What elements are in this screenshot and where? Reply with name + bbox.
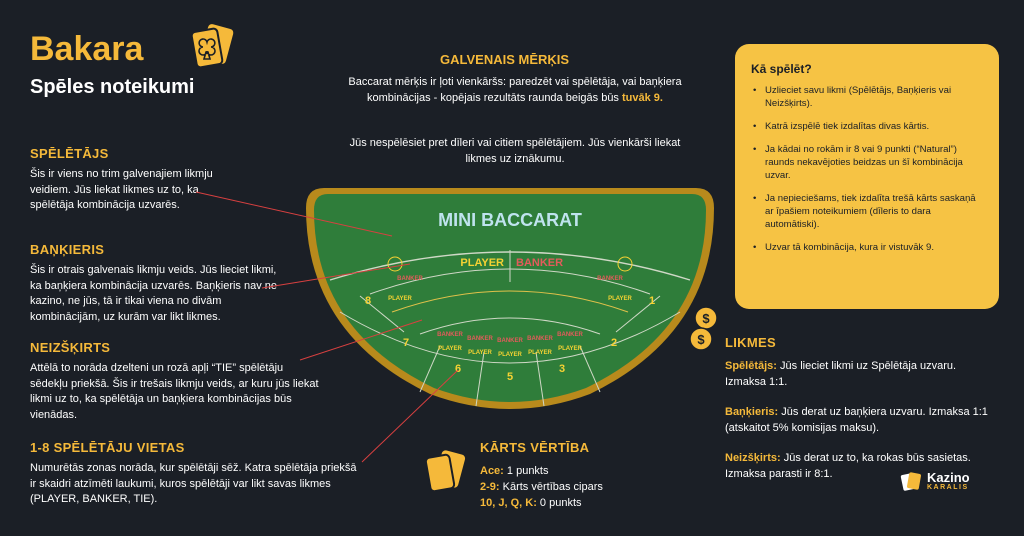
seat-number: 1 xyxy=(649,295,655,307)
zone-player: PLAYER xyxy=(498,352,522,358)
seat-number: 7 xyxy=(403,337,409,349)
baccarat-table: MINI BACCARAT PLAYER BANKER BANKER BANKE… xyxy=(306,188,714,409)
zone-player: PLAYER xyxy=(558,346,582,352)
page-subtitle: Spēles noteikumi xyxy=(30,76,195,98)
section-tie: NEIZŠĶIRTS Attēlā to norāda dzelteni un … xyxy=(30,340,320,423)
bet-text: Jūs lieciet likmi uz Spēlētāja uzvaru. I… xyxy=(725,360,957,388)
card-value-text: 1 punkts xyxy=(506,465,549,477)
card-value-item: 2-9: Kārts vērtības cipars xyxy=(480,479,680,495)
logo-name: Kazino xyxy=(927,470,970,485)
zone-player: PLAYER xyxy=(608,296,632,302)
playing-cards-icon xyxy=(190,24,234,69)
zone-banker: BANKER xyxy=(557,332,583,338)
main-goal-text: Baccarat mērķis ir ļoti vienkāršs: pared… xyxy=(345,74,685,106)
how-to-play-box: Kā spēlēt? Uzlieciet savu likmi (Spēlētā… xyxy=(735,44,999,309)
card-value-label: 10, J, Q, K: xyxy=(480,497,537,509)
how-to-play-heading: Kā spēlēt? xyxy=(751,62,812,76)
svg-text:$: $ xyxy=(697,332,705,347)
bet-label: Spēlētājs: xyxy=(725,360,777,372)
seat-number: 6 xyxy=(455,363,461,375)
list-item: Katrā izspēlē tiek izdalītas divas kārti… xyxy=(751,120,981,133)
card-values-heading: KĀRTS VĒRTĪBA xyxy=(480,440,590,455)
seat-number: 5 xyxy=(507,371,513,383)
section-text: Šis ir otrais galvenais likmju veids. Jū… xyxy=(30,264,278,323)
zone-player: PLAYER xyxy=(468,350,492,356)
bet-text: Jūs derat uz to, ka rokas būs sasietas. … xyxy=(725,452,971,480)
coins-icon: $ $ xyxy=(689,306,718,351)
bet-item: Neizšķirts: Jūs derat uz to, ka rokas bū… xyxy=(725,450,1000,482)
bet-item: Spēlētājs: Jūs lieciet likmi uz Spēlētāj… xyxy=(725,358,1000,390)
bets-heading: LIKMES xyxy=(725,335,776,350)
card-values-section: KĀRTS VĒRTĪBA Ace: 1 punkts 2-9: Kārts v… xyxy=(480,440,680,511)
pointer-line xyxy=(261,263,411,289)
card-value-text: Kārts vērtības cipars xyxy=(502,481,603,493)
zone-banker: BANKER xyxy=(497,338,523,344)
card-value-label: Ace: xyxy=(480,465,504,477)
tie-circle xyxy=(387,256,403,272)
list-item: Ja kādai no rokām ir 8 vai 9 punkti (“Na… xyxy=(751,143,981,182)
seat-number: 3 xyxy=(559,363,565,375)
zone-player: PLAYER xyxy=(388,296,412,302)
card-value-text: 0 punkts xyxy=(539,497,582,509)
main-goal-text-2: Jūs nespēlēsiet pret dīleri vai citiem s… xyxy=(349,137,681,165)
page-title: Bakara xyxy=(30,30,144,68)
cards-icon xyxy=(424,450,466,493)
section-text: Numurētās zonas norāda, kur spēlētāji sē… xyxy=(30,462,357,505)
zone-banker: BANKER xyxy=(397,276,423,282)
section-seats: 1-8 SPĒLĒTĀJU VIETAS Numurētās zonas nor… xyxy=(30,440,365,508)
zone-banker: BANKER xyxy=(467,336,493,342)
table-title: MINI BACCARAT xyxy=(438,210,582,230)
brand-logo[interactable]: Kazino KARALIS xyxy=(900,470,970,492)
bet-label: Baņķieris: xyxy=(725,406,779,418)
tie-circle xyxy=(617,256,633,272)
bet-text: Jūs derat uz baņķiera uzvaru. Izmaksa 1:… xyxy=(725,406,988,434)
bets-section: LIKMES Spēlētājs: Jūs lieciet likmi uz S… xyxy=(725,335,1000,482)
pointer-line xyxy=(299,319,423,361)
zone-player: PLAYER xyxy=(528,350,552,356)
section-heading: BAŅĶIERIS xyxy=(30,242,105,257)
card-value-item: 10, J, Q, K: 0 punkts xyxy=(480,495,680,511)
main-goal-text-body: Baccarat mērķis ir ļoti vienkāršs: pared… xyxy=(348,76,682,104)
section-heading: SPĒLĒTĀJS xyxy=(30,146,109,161)
list-item: Ja nepieciešams, tiek izdalīta trešā kār… xyxy=(751,192,981,231)
section-banker: BAŅĶIERIS Šis ir otrais galvenais likmju… xyxy=(30,242,288,325)
table-banker-label: BANKER xyxy=(516,257,563,269)
main-goal-highlight: tuvāk 9. xyxy=(622,92,663,104)
list-item: Uzlieciet savu likmi (Spēlētājs, Baņķier… xyxy=(751,84,981,110)
zone-banker: BANKER xyxy=(437,332,463,338)
table-player-label: PLAYER xyxy=(460,257,504,269)
how-to-play-list: Uzlieciet savu likmi (Spēlētājs, Baņķier… xyxy=(751,84,981,254)
card-value-label: 2-9: xyxy=(480,481,500,493)
section-heading: NEIZŠĶIRTS xyxy=(30,340,111,355)
seat-number: 8 xyxy=(365,295,371,307)
svg-text:$: $ xyxy=(702,311,710,326)
logo-sub: KARALIS xyxy=(927,484,969,491)
seat-number: 2 xyxy=(611,337,617,349)
main-goal-heading: GALVENAIS MĒRĶIS xyxy=(440,52,570,67)
zone-banker: BANKER xyxy=(527,336,553,342)
section-text: Attēlā to norāda dzelteni un rozā apļi “… xyxy=(30,362,319,421)
logo-cards-icon xyxy=(900,472,921,491)
bet-item: Baņķieris: Jūs derat uz baņķiera uzvaru.… xyxy=(725,404,1000,436)
zone-player: PLAYER xyxy=(438,346,462,352)
section-text: Šis ir viens no trim galvenajiem likmju … xyxy=(30,168,213,211)
bet-label: Neizšķirts: xyxy=(725,452,781,464)
section-player: SPĒLĒTĀJS Šis ir viens no trim galvenaji… xyxy=(30,146,215,214)
zone-banker: BANKER xyxy=(597,276,623,282)
pointer-line xyxy=(361,369,459,463)
list-item: Uzvar tā kombinācija, kura ir vistuvāk 9… xyxy=(751,241,981,254)
pointer-line xyxy=(195,191,393,237)
card-value-item: Ace: 1 punkts xyxy=(480,463,680,479)
section-heading: 1-8 SPĒLĒTĀJU VIETAS xyxy=(30,440,185,455)
